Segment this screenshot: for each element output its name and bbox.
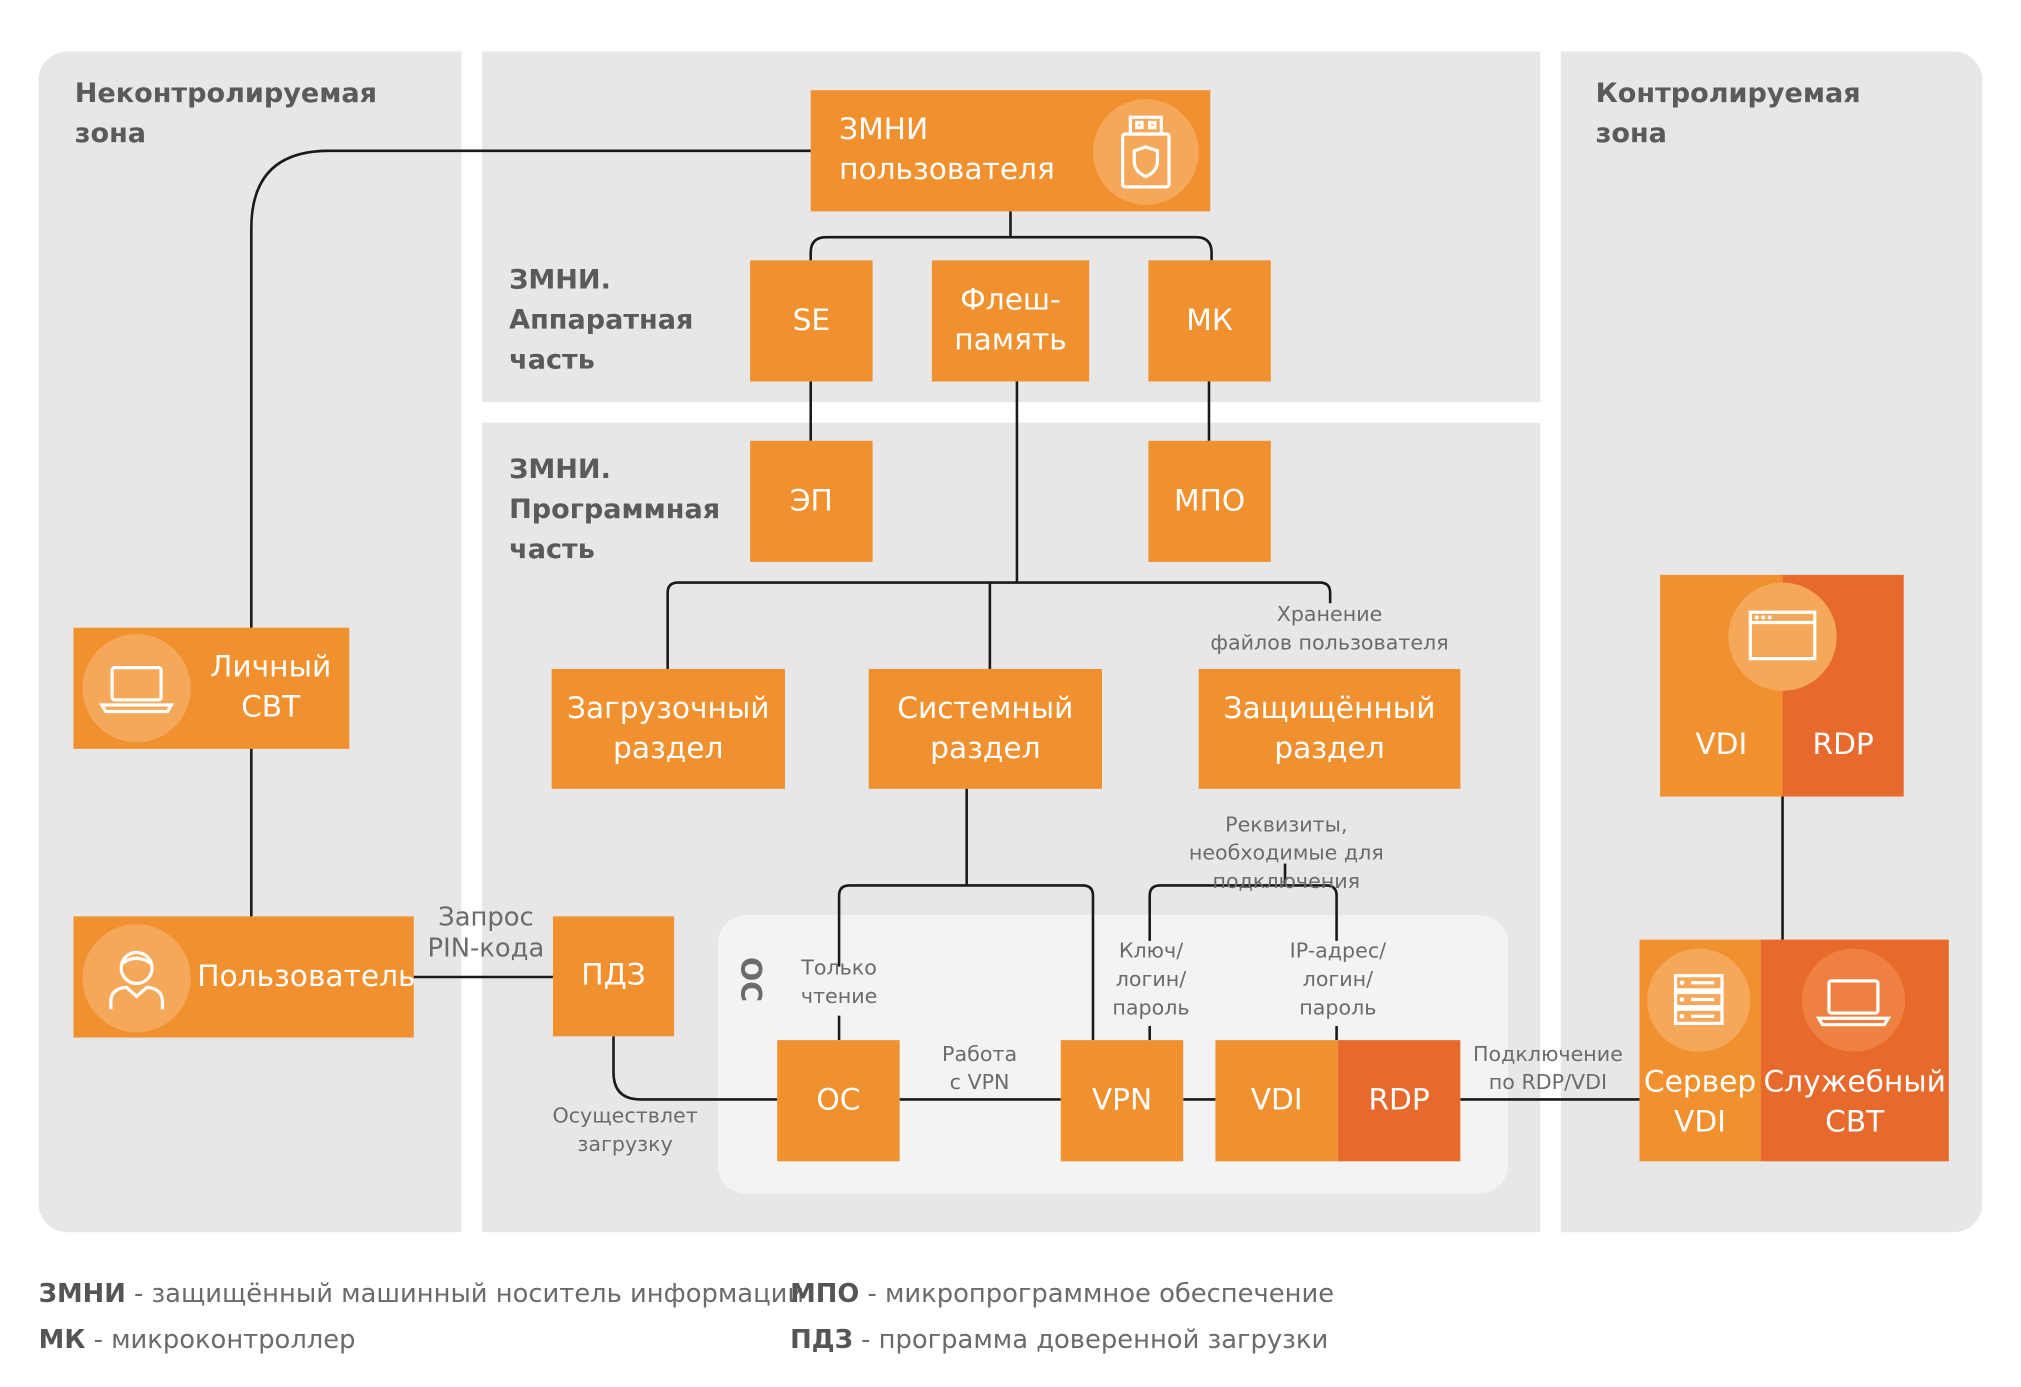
- flash-memory-box: Флеш- память: [931, 260, 1090, 382]
- service-svt-label: Служебный СВТ: [1763, 1065, 1946, 1140]
- line-credentials-to-vpn-vdi: [1148, 1025, 1338, 1041]
- line-system-to-os-vpn: [837, 788, 1095, 1041]
- rdp-box: RDP: [1337, 1040, 1461, 1162]
- legend-desc: - программа доверенной загрузки: [852, 1323, 1329, 1355]
- user-icon: [82, 924, 191, 1033]
- boot-partition-box: Загрузочный раздел: [551, 668, 785, 789]
- key-login-password-label: Ключ/ логин/ пароль: [1112, 938, 1190, 1020]
- system-partition-box: Системный раздел: [868, 668, 1103, 789]
- legend-desc: - микроконтроллер: [85, 1323, 356, 1355]
- line-pdz-to-os: [612, 1036, 778, 1101]
- browser-window-icon: [1728, 582, 1837, 691]
- legend-mk: МК - микроконтроллер: [39, 1322, 356, 1356]
- software-zone-title: ЗМНИ. Программная часть: [509, 453, 721, 565]
- vpn-box: VPN: [1060, 1040, 1184, 1162]
- server-rdp-panel-label: RDP: [1812, 728, 1874, 762]
- pin-request-label: Запрос PIN-кода: [427, 900, 545, 963]
- legend-mpo: МПО - микропрограммное обеспечение: [790, 1276, 1334, 1310]
- laptop-icon: [82, 634, 191, 743]
- laptop-icon: [1801, 948, 1905, 1052]
- server-vdi-label: Сервер VDI: [1643, 1065, 1757, 1140]
- storage-label: Хранение файлов пользователя: [1210, 601, 1449, 655]
- hardware-zone-title: ЗМНИ. Аппаратная часть: [509, 264, 694, 376]
- usb-shield-icon: [1092, 99, 1199, 205]
- legend-pdz: ПДЗ - программа доверенной загрузки: [790, 1322, 1328, 1356]
- legend-term: МПО: [790, 1277, 860, 1309]
- zmni-user-label: ЗМНИ пользователя: [839, 113, 1055, 187]
- controlled-zone-title: Контролируемая зона: [1595, 77, 1861, 149]
- personal-svt-label: Личный СВТ: [210, 650, 332, 725]
- ep-box: ЭП: [750, 440, 873, 562]
- server-icon: [1647, 948, 1751, 1052]
- mk-box: МК: [1148, 260, 1271, 382]
- protected-partition-box: Защищённый раздел: [1198, 668, 1461, 789]
- mpo-box: МПО: [1148, 440, 1271, 562]
- legend-term: МК: [38, 1323, 86, 1355]
- boots-label: Осуществлет загрузку: [552, 1103, 698, 1157]
- connect-rdp-vdi-label: Подключение по RDP/VDI: [1473, 1041, 1623, 1095]
- ip-login-password-label: IP-адрес/ логин/ пароль: [1289, 938, 1387, 1020]
- line-flash-to-partitions: [666, 381, 1332, 669]
- pdz-box: ПДЗ: [552, 916, 675, 1037]
- legend-desc: - защищённый машинный носитель информаци…: [125, 1277, 805, 1309]
- vpn-work-label: Работа с VPN: [942, 1041, 1018, 1095]
- server-vdi-panel-label: VDI: [1695, 728, 1748, 762]
- uncontrolled-zone-title: Неконтролируемая зона: [74, 77, 378, 149]
- os-box: ОС: [777, 1040, 900, 1162]
- legend-zmni: ЗМНИ - защищённый машинный носитель инфо…: [39, 1276, 804, 1310]
- se-box: SE: [750, 260, 873, 382]
- readonly-label: Только чтение: [800, 955, 878, 1008]
- legend-term: ЗМНИ: [38, 1277, 126, 1309]
- line-zmni-to-personal-svt: [250, 149, 811, 628]
- vdi-box: VDI: [1215, 1040, 1338, 1162]
- legend-term: ПДЗ: [790, 1323, 853, 1355]
- line-zmni-to-hardware: [809, 211, 1213, 261]
- user-label: Пользователь: [197, 959, 416, 994]
- requisites-label: Реквизиты, необходимые для подключения: [1188, 812, 1384, 894]
- line-protected-to-credentials: [1148, 863, 1338, 941]
- legend-desc: - микропрограммное обеспечение: [859, 1277, 1335, 1309]
